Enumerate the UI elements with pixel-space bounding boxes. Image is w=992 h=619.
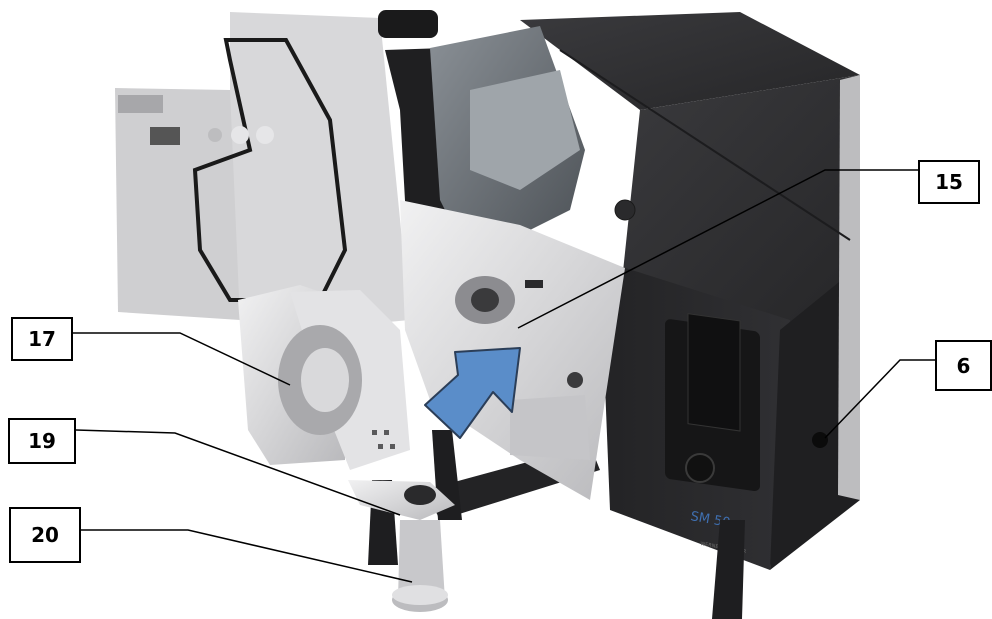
callout-6: 6 xyxy=(935,340,992,391)
leader-line-17 xyxy=(73,332,291,386)
leader-line-19 xyxy=(75,429,401,516)
chuck-holder xyxy=(238,285,410,470)
column-and-guard xyxy=(378,10,585,262)
callout-19: 19 xyxy=(8,418,76,464)
callout-20: 20 xyxy=(9,507,81,563)
leader-line-6 xyxy=(824,359,935,439)
callout-17: 17 xyxy=(11,317,73,361)
leader-line-15 xyxy=(517,169,918,329)
back-panel xyxy=(115,12,410,330)
direction-arrow-icon xyxy=(424,347,521,439)
leader-lines xyxy=(73,169,935,583)
main-housing: SM 50 WERNER WEITNER xyxy=(520,12,860,570)
clamp-arm-and-foot xyxy=(348,480,455,612)
callout-15: 15 xyxy=(918,160,980,204)
leader-line-20 xyxy=(81,529,413,583)
